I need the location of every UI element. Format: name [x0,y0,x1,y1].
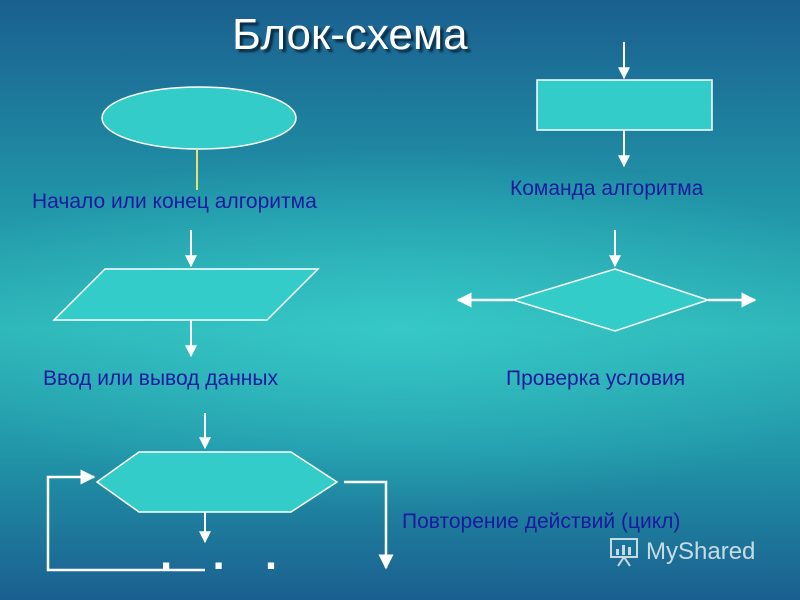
io-shape [52,268,320,321]
label-loop: Повторение действий (цикл) [402,510,681,533]
watermark-text: MyShared [646,538,756,565]
label-command: Команда алгоритма [510,177,704,200]
watermark: MyShared [608,535,755,569]
terminator-shape [101,86,297,150]
label-condition: Проверка условия [506,367,686,390]
loop-shape [95,451,339,513]
presentation-board-icon [610,538,638,567]
decision-shape [510,268,711,332]
loop-ellipsis: . . . [160,530,292,579]
label-start-end: Начало или конец алгоритма [32,190,317,213]
loop-return-line [46,469,205,572]
loop-exit-line [344,480,394,570]
process-shape [536,79,713,131]
label-io: Ввод или вывод данных [43,367,278,390]
page-title: Блок-схема [232,10,468,59]
